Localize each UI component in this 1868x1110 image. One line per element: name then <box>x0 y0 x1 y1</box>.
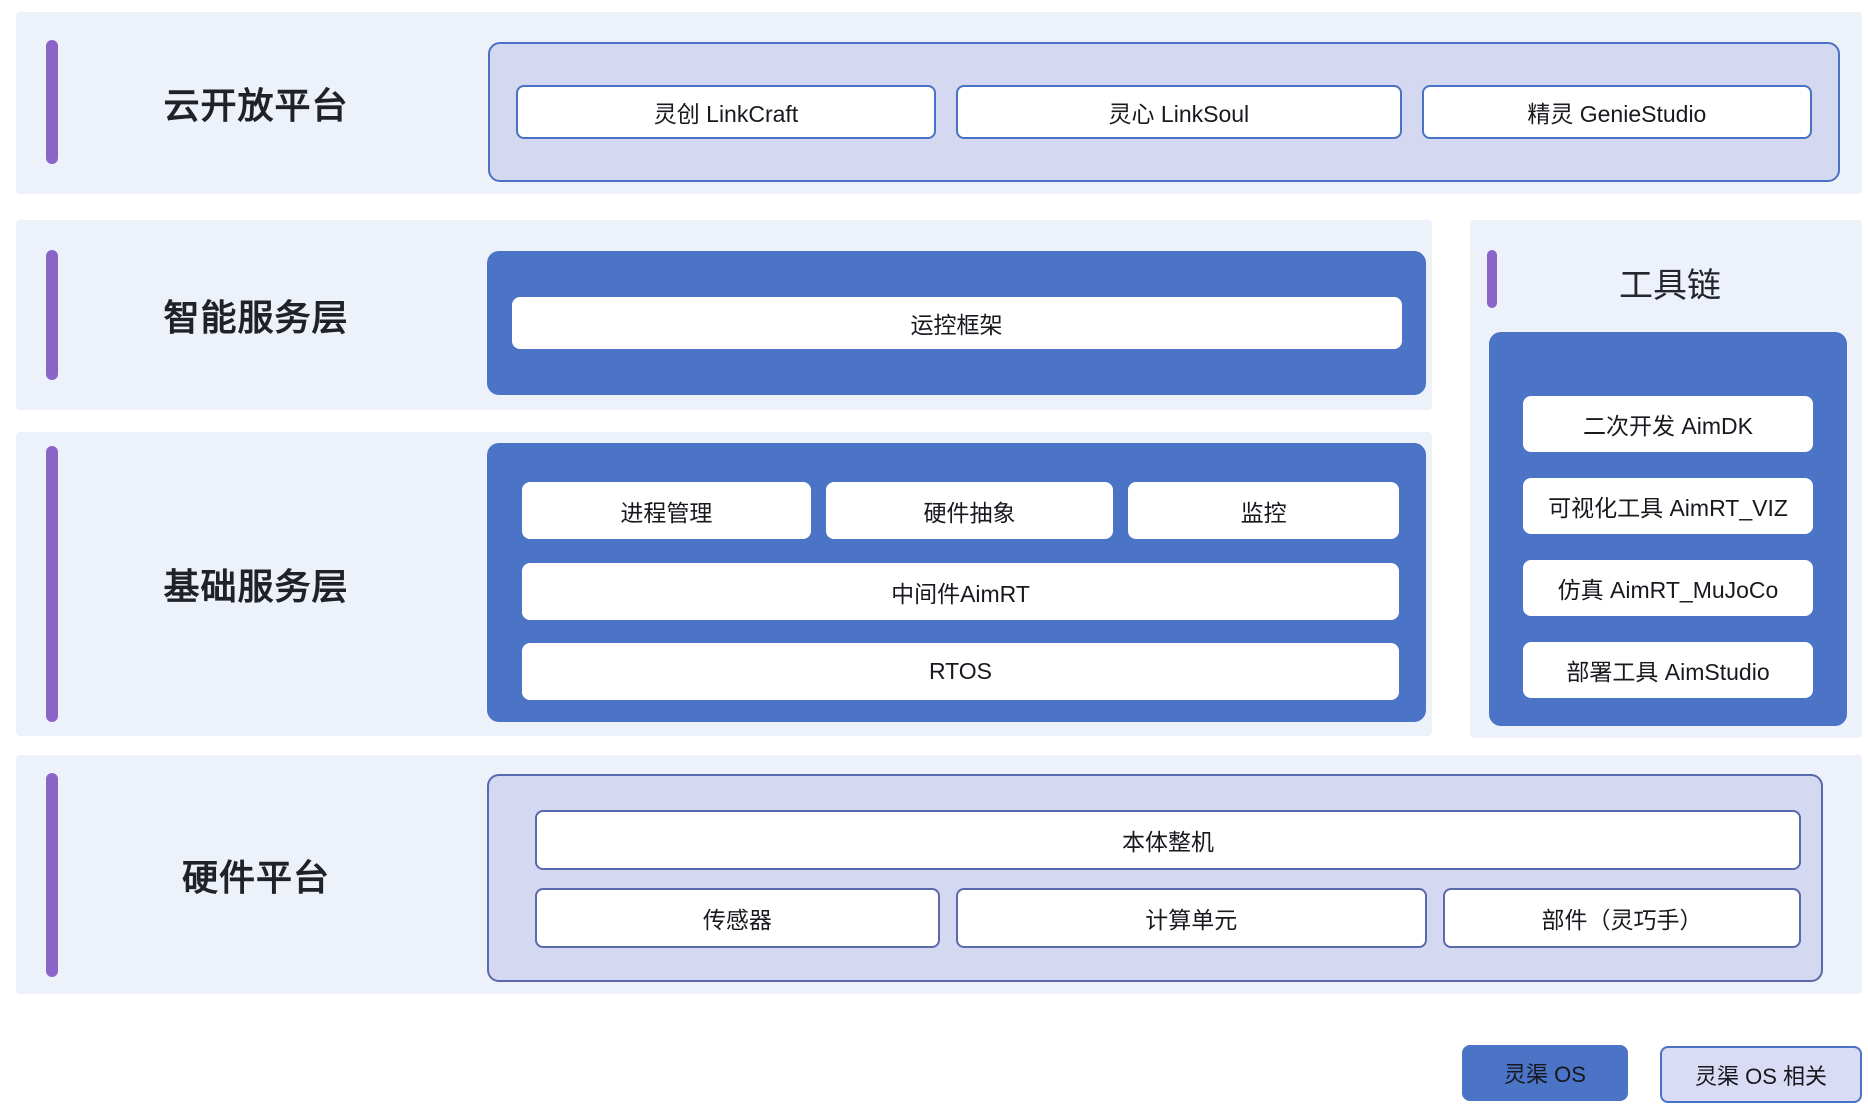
basic-row-top: 进程管理 硬件抽象 监控 <box>522 482 1399 539</box>
hardware-layer-title: 硬件平台 <box>181 856 330 898</box>
toolchain-container: 二次开发 AimDK 可视化工具 AimRT_VIZ 仿真 AimRT_MuJo… <box>1489 332 1847 726</box>
cloud-box-geniestudio: 精灵 GenieStudio <box>1421 85 1812 139</box>
process-management-box: 进程管理 <box>522 482 811 539</box>
layer-panel-toolchain: 工具链 二次开发 AimDK 可视化工具 AimRT_VIZ 仿真 AimRT_… <box>1470 220 1862 738</box>
monitoring-box: 监控 <box>1128 482 1399 539</box>
toolchain-accent-bar <box>1487 250 1497 308</box>
hardware-row-bottom: 传感器 计算单元 部件（灵巧手） <box>535 888 1801 948</box>
cloud-box-linksoul: 灵心 LinkSoul <box>955 85 1402 139</box>
basic-layer-title: 基础服务层 <box>163 566 349 607</box>
rtos-box: RTOS <box>522 643 1399 700</box>
layer-panel-basic: 基础服务层 进程管理 硬件抽象 监控 中间件AimRT RTOS <box>16 432 1432 736</box>
intelligent-layer-title: 智能服务层 <box>163 297 349 338</box>
intelligent-container: 运控框架 <box>487 251 1426 395</box>
intelligent-accent-bar <box>46 250 58 380</box>
parts-dexterous-hand-box: 部件（灵巧手） <box>1442 888 1801 948</box>
layer-panel-hardware: 硬件平台 本体整机 传感器 计算单元 部件（灵巧手） <box>16 755 1862 994</box>
compute-unit-box: 计算单元 <box>955 888 1427 948</box>
toolchain-title: 工具链 <box>1619 267 1721 305</box>
cloud-layer-title: 云开放平台 <box>163 85 349 126</box>
legend-lingqu-os: 灵渠 OS <box>1462 1045 1628 1101</box>
hardware-abstraction-box: 硬件抽象 <box>825 482 1114 539</box>
basic-accent-bar <box>46 446 58 722</box>
cloud-accent-bar <box>46 40 58 164</box>
hardware-container: 本体整机 传感器 计算单元 部件（灵巧手） <box>487 774 1823 982</box>
cloud-container: 灵创 LinkCraft 灵心 LinkSoul 精灵 GenieStudio <box>488 42 1840 182</box>
toolchain-box-aimrt-mujoco: 仿真 AimRT_MuJoCo <box>1523 560 1813 616</box>
cloud-box-linkcraft: 灵创 LinkCraft <box>516 85 936 139</box>
toolchain-box-aimstudio: 部署工具 AimStudio <box>1523 642 1813 698</box>
sensor-box: 传感器 <box>535 888 940 948</box>
robot-body-box: 本体整机 <box>535 810 1801 870</box>
toolchain-box-aimrt-viz: 可视化工具 AimRT_VIZ <box>1523 478 1813 534</box>
layer-panel-cloud: 云开放平台 灵创 LinkCraft 灵心 LinkSoul 精灵 GenieS… <box>16 12 1862 194</box>
hardware-accent-bar <box>46 773 58 977</box>
toolchain-box-aimdk: 二次开发 AimDK <box>1523 396 1813 452</box>
middleware-aimrt-box: 中间件AimRT <box>522 563 1399 620</box>
motion-control-framework-box: 运控框架 <box>511 297 1402 349</box>
layer-panel-intelligent: 智能服务层 运控框架 <box>16 220 1432 410</box>
legend-lingqu-os-related: 灵渠 OS 相关 <box>1660 1046 1862 1103</box>
basic-container: 进程管理 硬件抽象 监控 中间件AimRT RTOS <box>487 443 1426 722</box>
